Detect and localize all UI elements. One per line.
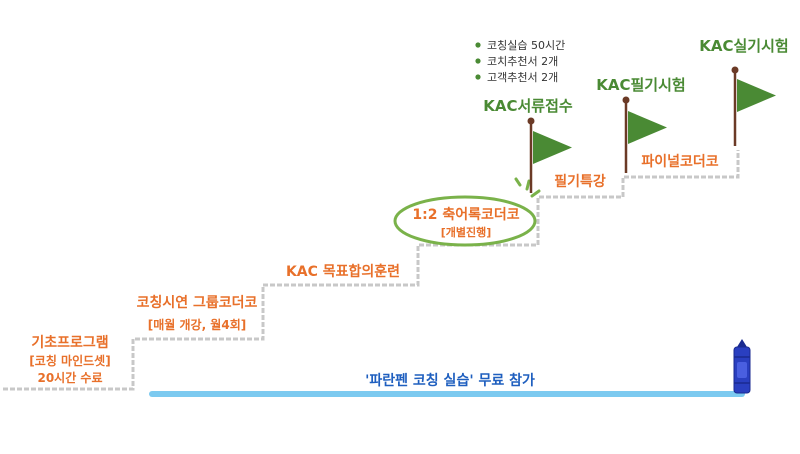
requirement-item: 코칭실습 50시간 [487,39,565,52]
crayon-icon [733,339,751,394]
step-title-goal-agreement: KAC 목표합의훈련 [286,263,400,280]
flag-icon [527,117,572,193]
requirement-item: 코치추천서 2개 [487,54,558,68]
emphasis-oval-icon [393,195,537,247]
bullet-icon [475,74,481,80]
requirement-item: 고객추천서 2개 [487,70,558,84]
milestone-practical-exam: KAC실기시험 [699,37,788,55]
step-sub-basic-program-1: [코칭 마인드셋] [29,353,110,368]
step-title-transcript-coaching: 1:2 축어록코더코 [412,206,519,223]
bullet-icon [475,42,481,48]
flag-icon [622,96,667,173]
flag-icon [731,66,776,146]
bullet-icon [475,58,481,64]
step-title-final-coaching: 파이널코더코 [641,153,718,170]
milestone-written-exam: KAC필기시험 [596,76,685,94]
step-title-basic-program: 기초프로그램 [31,334,108,351]
milestone-document-submission: KAC서류접수 [483,97,573,115]
emphasis-ticks [514,177,541,198]
step-sub-basic-program-2: 20시간 수료 [37,370,102,385]
step-title-written-lecture: 필기특강 [554,173,606,190]
staircase-outline [3,150,740,391]
step-sub-group-coaching: [매월 개강, 월4회] [148,317,246,332]
baseline-label: '파란펜 코칭 실습' 무료 참가 [365,372,535,389]
step-title-group-coaching: 코칭시연 그룹코더코 [137,295,258,311]
step-sub-transcript-coaching: [개별진행] [441,225,492,239]
requirements-list: 코칭실습 50시간 코치추천서 2개 고객추천서 2개 [475,39,565,84]
